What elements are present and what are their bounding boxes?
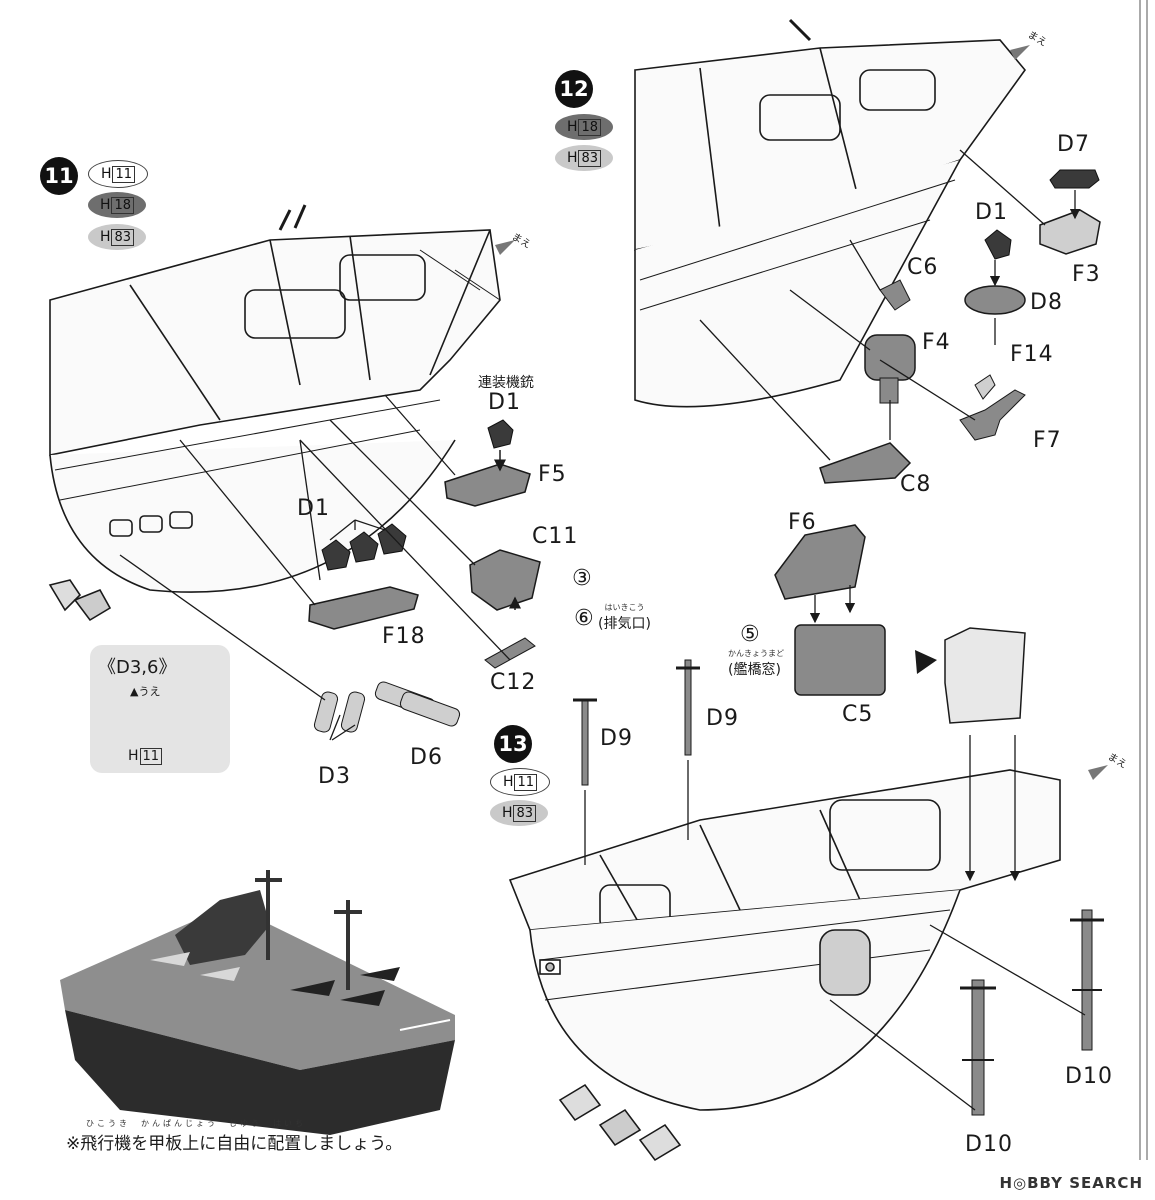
part-label-f4: F4 [922, 330, 951, 355]
step12-hull-drawing [634, 18, 1027, 408]
exhaust-note: はいきこう(排気口) [598, 603, 651, 632]
part-label-f5: F5 [538, 462, 567, 487]
step11-parts [308, 419, 541, 733]
up-label: ▲うえ [130, 685, 161, 698]
part-label-d9: D9 [600, 726, 633, 751]
step13-hull-drawing [508, 769, 1061, 1162]
step12-parts [699, 149, 1101, 484]
part-label-f7: F7 [1033, 428, 1062, 453]
part-label-d1: D1 [488, 390, 521, 415]
part-label-f18: F18 [382, 624, 426, 649]
part-label-d1: D1 [975, 200, 1008, 225]
part-label-d8: D8 [1030, 290, 1063, 315]
twin-gun-note: 連装機銃 [478, 375, 534, 391]
part-label-c6: C6 [907, 255, 939, 280]
model-photo [45, 846, 482, 1138]
part-label-c11: C11 [532, 524, 579, 549]
step-13-badge: 13 [494, 725, 532, 763]
step11-hull-drawing [48, 204, 501, 622]
callout-3: ③ [572, 566, 593, 591]
step13-parts [573, 524, 1104, 1116]
part-label-c12: C12 [490, 670, 537, 695]
step-12-badge: 12 [555, 70, 593, 108]
part-label-c8: C8 [900, 472, 932, 497]
part-label-d10: D10 [1065, 1064, 1113, 1089]
part-label-d9: D9 [706, 706, 739, 731]
part-label-d3: D3 [318, 764, 351, 789]
callout-6: ⑥ [574, 606, 595, 631]
part-label-d7: D7 [1057, 132, 1090, 157]
bridge-window-note: かんきょうまど(艦橋窓) [728, 649, 784, 678]
part-label-f6: F6 [788, 510, 817, 535]
part-label-d1: D1 [297, 496, 330, 521]
placement-caption: ひこうき かんぱんじょう じゆう はいち ※飛行機を甲板上に自由に配置しましょう… [66, 1119, 403, 1154]
part-label-f14: F14 [1010, 342, 1054, 367]
callout-5: ⑤ [740, 622, 761, 647]
hobby-search-watermark: H◎BBY SEARCH [999, 1174, 1143, 1192]
part-label-c5: C5 [842, 702, 874, 727]
inset-title: 《D3,6》 [98, 657, 177, 678]
part-label-d6: D6 [410, 745, 443, 770]
part-label-d10: D10 [965, 1132, 1013, 1157]
step-11-badge: 11 [40, 157, 78, 195]
part-label-f3: F3 [1072, 262, 1101, 287]
